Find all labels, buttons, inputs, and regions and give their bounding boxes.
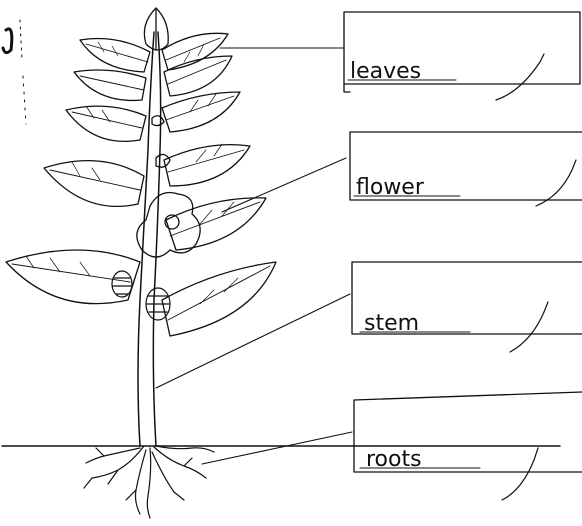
scan-marks — [3, 20, 26, 124]
leader-lines — [156, 48, 352, 464]
check-mark-stem — [510, 302, 548, 352]
check-mark-flower — [536, 160, 576, 206]
leader-line-flower — [222, 158, 346, 212]
label-box-stem: stem — [352, 262, 582, 352]
leader-line-stem — [156, 294, 350, 388]
leader-line-roots — [202, 432, 352, 464]
plant-stem — [138, 32, 161, 446]
label-box-leaves: leaves — [344, 12, 580, 100]
check-mark-leaves — [496, 54, 544, 100]
plant-roots — [84, 446, 214, 518]
label-box-flower: flower — [350, 132, 582, 206]
check-mark-roots — [502, 448, 538, 500]
